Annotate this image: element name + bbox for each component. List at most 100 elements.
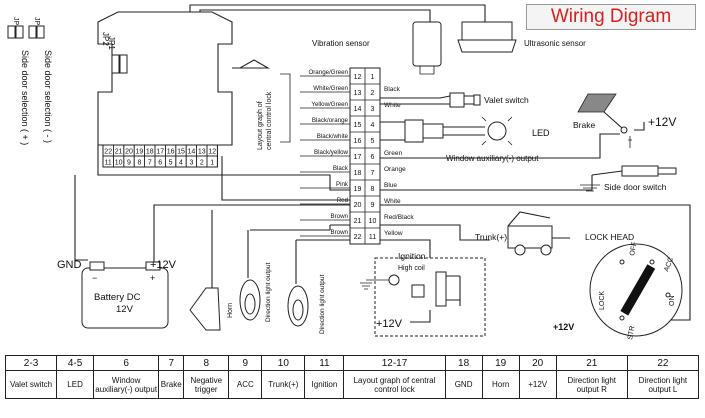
side-door-switch: Side door switch [380, 165, 677, 192]
pin-color-left: Black/orange [312, 117, 349, 124]
high-coil-label: High coil [398, 265, 425, 272]
legend-pin: 8 [183, 355, 230, 371]
legend-function: Direction light output L [626, 370, 700, 399]
pin-number-right: 2 [371, 90, 375, 97]
legend-function: Window auxiliary(-) output [93, 370, 160, 399]
central-lock-label-1: Layout graph of [257, 101, 264, 150]
connector-pin-number: 6 [158, 160, 162, 167]
connector-pin-number: 1 [210, 160, 214, 167]
legend-function: Valet switch [4, 370, 58, 399]
brake-switch: Brake +12V [380, 93, 676, 159]
connector-pin-number: 7 [148, 160, 152, 167]
pin-number-right: 7 [371, 170, 375, 177]
jp1-vertical-label: JP1 [107, 36, 116, 50]
wiring-diagram: JP2 JP1 Side door selection ( - ) Side d… [7, 4, 691, 340]
direction-light-left: Direction light output [287, 239, 350, 334]
connector-pin-number: 8 [137, 160, 141, 167]
legend-function: Horn [481, 370, 520, 399]
pin-number-right: 3 [371, 106, 375, 113]
legend-pin: 20 [518, 355, 557, 371]
pin-number-right: 11 [369, 234, 376, 241]
pin-color-right: White [384, 102, 401, 109]
pin-color-left: Brown [330, 229, 348, 236]
jp2-description: Side door selection ( + ) [20, 50, 30, 145]
valet-switch-label: Valet switch [484, 95, 529, 105]
lock-head: LOCK HEAD OFF ACC LOCK ON STR +12V [553, 232, 683, 340]
jp2-vertical-label: JP2 [101, 32, 110, 46]
connector-pin-number: 4 [179, 160, 183, 167]
pin-number-left: 22 [354, 234, 362, 241]
pin-number-left: 14 [354, 106, 362, 113]
legend-function: GND [444, 370, 483, 399]
legend-function: Trunk(+) [261, 370, 306, 399]
legend-pin: 9 [228, 355, 263, 371]
connector-pin-number: 9 [127, 160, 131, 167]
connector-pin-number: 14 [188, 149, 196, 156]
connector-pin-number: 2 [200, 160, 204, 167]
connector-pin-number: 11 [105, 160, 112, 167]
pin-color-left: Orange/Green [308, 69, 348, 76]
legend-function: Direction light output R [555, 370, 628, 399]
connector-pin-number: 18 [146, 149, 154, 156]
pin-color-right: Red/Black [384, 214, 414, 221]
connector-pin-number: 21 [115, 149, 123, 156]
battery-12v-label: +12V [150, 259, 177, 271]
key-lock-label: LOCK [599, 291, 606, 310]
pin-color-right: White [384, 198, 401, 205]
battery-label-1: Battery DC [94, 292, 141, 303]
pin-color-left: Brown [330, 213, 348, 220]
horn-label: Horn [227, 303, 234, 318]
legend-pin: 18 [444, 355, 483, 371]
key-off-label: OFF [629, 241, 638, 256]
jp1-description: Side door selection ( - ) [43, 50, 53, 143]
connector-pin-number: 3 [189, 160, 193, 167]
battery-plus: + [150, 273, 155, 283]
pin-number-right: 5 [371, 138, 375, 145]
pin-number-left: 20 [354, 202, 362, 209]
connector-pin-number: 15 [177, 149, 185, 156]
legend-function: Negative trigger [183, 370, 230, 399]
pin-number-right: 1 [371, 74, 375, 81]
connector-pin-number: 16 [167, 149, 175, 156]
direction-light-label-1: Direction light output [265, 263, 272, 322]
legend-pin: 22 [626, 355, 700, 371]
key-str-label: STR [627, 325, 636, 340]
brake-label: Brake [573, 120, 595, 130]
ignition-label: Ignition [398, 251, 426, 261]
trunk-label: Trunk(+) [475, 232, 507, 242]
pin-color-left: White/Green [313, 85, 348, 92]
pin-number-left: 18 [354, 170, 362, 177]
connector-pin-number: 13 [198, 149, 206, 156]
legend-pin: 7 [158, 355, 185, 371]
diagram-title: Wiring Digram [526, 4, 696, 30]
lock-12v-label: +12V [553, 322, 574, 332]
legend-pin: 10 [261, 355, 306, 371]
pin-number-left: 13 [354, 90, 362, 97]
connector-cell [206, 155, 218, 168]
jp2-block: JP2 [7, 17, 24, 39]
battery-label-2: 12V [116, 304, 134, 315]
window-output-label: Window auxiliary(-) output [446, 154, 539, 163]
ultrasonic-sensor-label: Ultrasonic sensor [524, 39, 586, 48]
legend-function: ACC [228, 370, 263, 399]
ignition-12v-label: +12V [376, 318, 403, 330]
pin-number-left: 19 [354, 186, 362, 193]
pin-color-left: Black [333, 165, 349, 172]
pin-number-right: 9 [371, 202, 375, 209]
pin-color-left: Pink [336, 181, 349, 188]
legend-function: Brake [158, 370, 185, 399]
pin-number-left: 17 [354, 154, 362, 161]
pin-number-right: 6 [371, 154, 375, 161]
gnd-label: GND [57, 259, 82, 271]
pin-color-right: Black [384, 86, 401, 93]
vibration-sensor: Vibration sensor [312, 21, 442, 75]
legend-function: Layout graph of central control lock [343, 370, 446, 399]
horn: Horn [189, 156, 350, 331]
direction-light-right: Direction light output [239, 224, 350, 322]
